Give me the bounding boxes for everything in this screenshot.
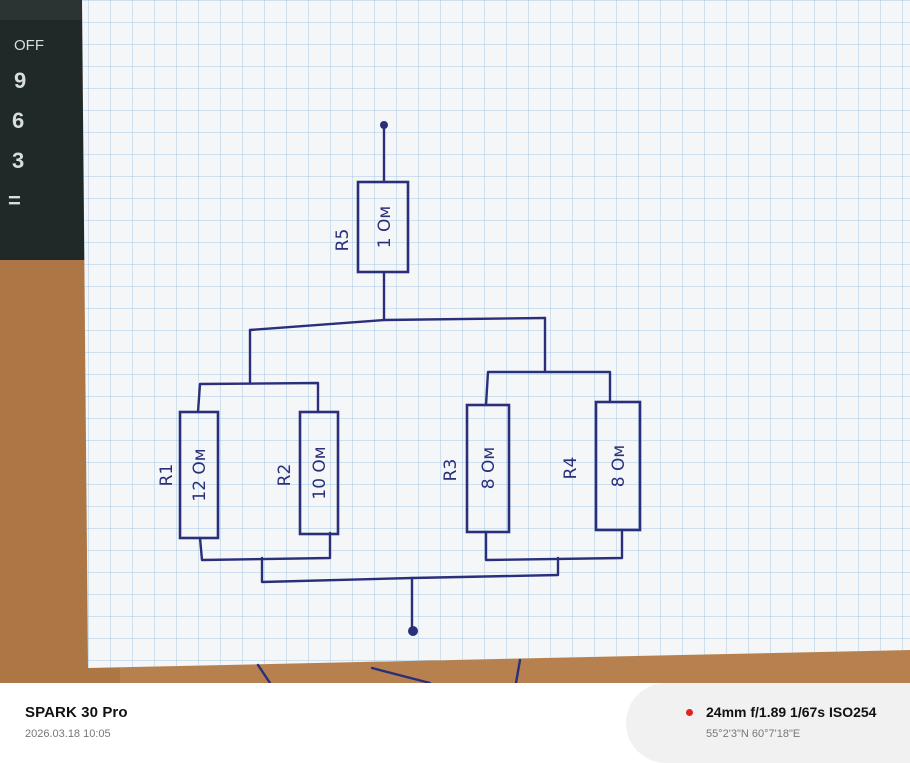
circuit-photo: OFF 9 6 3 = R5 R1 R2 R3 R4 1 Ом 12 Ом 10… [0, 0, 910, 683]
label-r3-value: 8 Ом [479, 447, 499, 489]
graph-paper [82, 0, 910, 668]
record-dot-icon [686, 709, 693, 716]
resistor-r2 [298, 410, 340, 536]
calc-key-9: 9 [14, 68, 26, 93]
camera-watermark-bar: SPARK 30 Pro 2026.03.18 10:05 24mm f/1.8… [0, 683, 910, 763]
device-name: SPARK 30 Pro [25, 704, 128, 721]
resistor-r1 [178, 410, 220, 540]
calc-key-6: 6 [12, 108, 24, 133]
label-r5-name: R5 [333, 229, 353, 252]
calc-key-3: 3 [12, 148, 24, 173]
gps-coordinates: 55°2'3"N 60°7'18"E [706, 728, 801, 740]
label-r1-value: 12 Ом [190, 448, 210, 501]
label-r4-value: 8 Ом [609, 445, 629, 487]
capture-timestamp: 2026.03.18 10:05 [25, 728, 111, 740]
calculator [0, 0, 95, 260]
circuit-drawing: OFF 9 6 3 = R5 R1 R2 R3 R4 1 Ом 12 Ом 10… [0, 0, 910, 683]
top-terminal [380, 121, 388, 129]
label-r4-name: R4 [561, 457, 581, 480]
label-r3-name: R3 [441, 459, 461, 482]
resistor-r3 [465, 403, 511, 534]
calc-key-equals: = [8, 188, 21, 213]
exif-panel [626, 683, 910, 763]
resistor-bodies [178, 180, 642, 540]
lens-info: 24mm f/1.89 1/67s ISO254 [706, 704, 877, 720]
label-r5-value: 1 Ом [375, 206, 395, 248]
label-r2-name: R2 [275, 464, 295, 487]
resistor-r4 [594, 400, 642, 532]
label-r2-value: 10 Ом [310, 446, 330, 499]
calc-key-off: OFF [14, 37, 44, 54]
resistor-r5 [356, 180, 410, 274]
bottom-terminal [408, 626, 418, 636]
circuit-wires [196, 123, 624, 683]
label-r1-name: R1 [157, 464, 177, 487]
